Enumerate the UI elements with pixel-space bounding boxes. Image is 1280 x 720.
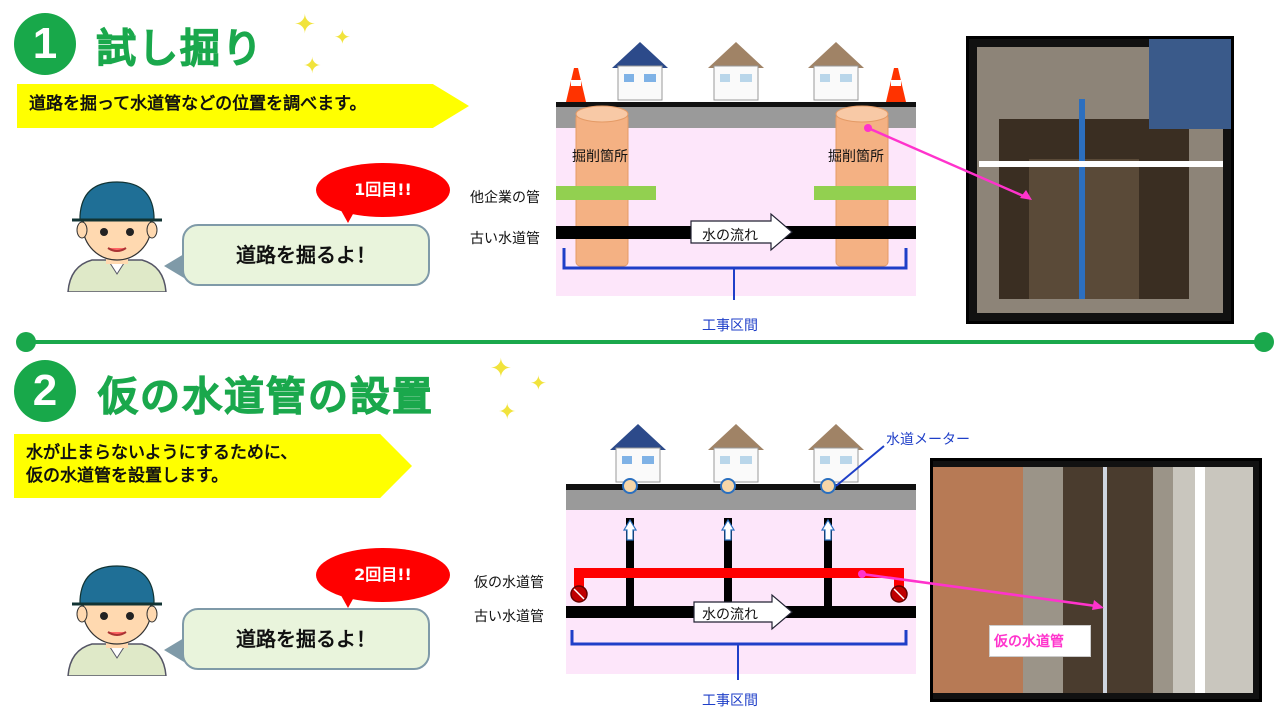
sparkle-icon: ✦	[530, 371, 547, 395]
callout-line	[858, 570, 1104, 610]
temp-pipe	[574, 568, 904, 578]
sparkle-icon: ✦	[490, 354, 512, 384]
step2-speech: 道路を掘るよ！	[236, 627, 376, 651]
house-icon	[708, 42, 764, 101]
meter-label: 水道メーター	[886, 432, 970, 448]
house-icon	[610, 424, 666, 483]
step2-round-badge: 2回目!!	[316, 548, 450, 602]
traffic-cone-icon	[566, 68, 586, 102]
step1-title: 試し掘り	[96, 26, 264, 73]
sparkle-icon: ✦	[294, 10, 316, 40]
up-arrow-icon	[720, 518, 736, 541]
step1-round-badge: 1回目!!	[316, 163, 450, 217]
house-icon	[808, 424, 864, 483]
house-icon	[808, 42, 864, 101]
flow-label: 水の流れ	[702, 228, 758, 244]
worker-avatar	[67, 565, 167, 676]
house-icon	[612, 42, 668, 101]
flow-label: 水の流れ	[702, 607, 758, 623]
temp-pipe-label: 仮の水道管	[474, 575, 544, 591]
speech-tail	[164, 638, 184, 662]
up-arrow-icon	[622, 518, 638, 541]
photo-callout-label: 仮の水道管	[994, 634, 1064, 650]
excavation-label-left: 掘削箇所	[572, 149, 628, 165]
up-arrow-icon	[820, 518, 836, 541]
step1-speech-bubble: 道路を掘るよ！	[182, 224, 430, 286]
step1-description-banner: 道路を掘って水道管などの位置を調べます。	[17, 84, 469, 128]
step1-number-badge: 1	[14, 13, 76, 75]
old-pipe-label: 古い水道管	[474, 609, 544, 625]
step2-speech-bubble: 道路を掘るよ！	[182, 608, 430, 670]
callout-line	[864, 124, 1032, 200]
step2-description-line1: 水が止まらないようにするために、	[26, 443, 298, 463]
temp-pipe-photo	[930, 458, 1262, 702]
badge-tail	[338, 205, 358, 223]
excavation-label-right: 掘削箇所	[828, 149, 884, 165]
badge-tail	[338, 590, 358, 608]
other-pipe-right	[814, 186, 916, 200]
traffic-cone-icon	[886, 68, 906, 102]
other-pipe-left	[556, 186, 656, 200]
step1-diagram	[556, 42, 916, 300]
section-label: 工事区間	[702, 318, 758, 334]
step2-number-badge: 2	[14, 360, 76, 422]
flow-arrow-icon	[690, 212, 793, 252]
section-label: 工事区間	[702, 693, 758, 709]
worker-avatar	[67, 181, 167, 292]
step2-diagram	[566, 424, 916, 680]
step1-speech: 道路を掘るよ！	[236, 243, 376, 267]
water-meter-icon	[622, 478, 638, 494]
other-pipe-label: 他企業の管	[470, 190, 540, 206]
old-pipe-label: 古い水道管	[470, 231, 540, 247]
water-meter-icon	[820, 478, 836, 494]
step2-title: 仮の水道管の設置	[98, 374, 434, 421]
house-icon	[708, 424, 764, 483]
sparkle-icon: ✦	[303, 54, 322, 79]
flow-arrow-icon	[693, 593, 793, 631]
step2-description-banner: 水が止まらないようにするために、 仮の水道管を設置します。	[14, 434, 412, 498]
water-meter-icon	[720, 478, 736, 494]
excavation-photo	[966, 36, 1234, 324]
sparkle-icon: ✦	[498, 400, 517, 425]
sparkle-icon: ✦	[334, 25, 351, 49]
speech-tail	[164, 254, 184, 278]
section-divider	[16, 332, 1274, 352]
step2-description-line2: 仮の水道管を設置します。	[26, 466, 229, 486]
step1-description: 道路を掘って水道管などの位置を調べます。	[29, 94, 367, 114]
